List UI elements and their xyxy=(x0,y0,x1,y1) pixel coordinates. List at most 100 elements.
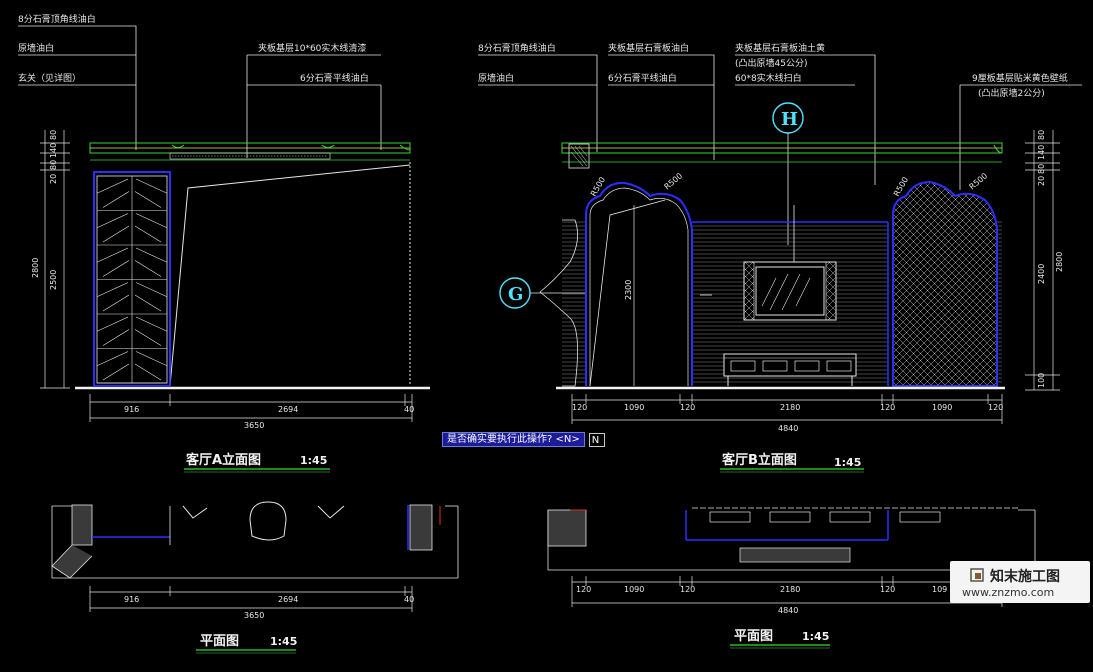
watermark: 知末施工图 www.znzmo.com xyxy=(950,561,1090,603)
elevation-b-left-arch: 2300 R500 R500 xyxy=(585,171,693,387)
elev-b-label-6: 60*8实木线扫白 xyxy=(735,72,802,84)
plan-a-dim-2: 40 xyxy=(404,595,414,604)
elev-b-label-8: (凸出原墙2公分) xyxy=(978,87,1045,99)
elev-b-dim-total: 4840 xyxy=(778,424,798,433)
plan-b-scale: 1:45 xyxy=(802,630,829,643)
plan-b-dim-0: 120 xyxy=(576,585,591,594)
cabinet-panel-line xyxy=(134,260,162,277)
plan-a-scale: 1:45 xyxy=(270,635,297,648)
elev-b-dim-3: 2180 xyxy=(780,403,800,412)
cabinet-panel-line xyxy=(102,329,130,346)
elev-a-vdim-1: 140 xyxy=(49,143,58,158)
command-prompt-text: 是否确实要执行此操作? <N> xyxy=(442,432,585,447)
elev-a-scale: 1:45 xyxy=(300,454,327,467)
cabinet-panel-line xyxy=(134,329,162,346)
elev-b-scale: 1:45 xyxy=(834,456,861,469)
command-prompt-input[interactable]: N xyxy=(588,432,605,447)
elev-b-dim-1: 1090 xyxy=(624,403,644,412)
elev-b-height-note: 2300 xyxy=(624,280,633,300)
cabinet-panel-line xyxy=(102,294,130,312)
arch-r-3: R500 xyxy=(968,171,990,191)
plan-a-dim-1: 2694 xyxy=(278,595,298,604)
cabinet-panel-line xyxy=(102,225,130,243)
elevation-a-leaders xyxy=(18,25,382,158)
elev-b-label-7: 9厘板基层贴米黄色壁纸 xyxy=(972,72,1068,84)
elev-b-label-1: 原墙油白 xyxy=(478,72,514,84)
elevation-a-vdims xyxy=(40,130,70,389)
cabinet-panel-line xyxy=(135,316,168,332)
elev-a-title: 客厅A立面图 xyxy=(186,452,261,468)
elevation-b: 8分石膏顶角线油白 原墙油白 夹板基层石膏板油白 6分石膏平线油白 夹板基层石膏… xyxy=(478,42,1082,473)
elev-b-label-5: (凸出原墙45公分) xyxy=(735,57,807,69)
watermark-logo-icon xyxy=(970,568,984,582)
plan-b-dim-4: 120 xyxy=(880,585,895,594)
elev-b-label-4: 夹板基层石膏板油土黄 xyxy=(735,42,825,54)
bubble-h[interactable]: H xyxy=(772,102,804,245)
plan-b-dim-total: 4840 xyxy=(778,606,798,615)
elev-a-vdim-5: 2800 xyxy=(31,258,40,278)
elev-b-vdim-5: 2800 xyxy=(1055,252,1064,272)
cabinet-panel-line xyxy=(135,213,168,229)
cabinet-panel-line xyxy=(96,316,129,332)
elev-b-vdim-3: 20 xyxy=(1037,176,1046,186)
watermark-title: 知末施工图 xyxy=(990,569,1060,585)
watermark-url: www.znzmo.com xyxy=(962,586,1055,599)
elev-a-label-4: 6分石膏平线油白 xyxy=(300,72,369,84)
cabinet-panel-line xyxy=(102,363,130,381)
elev-a-dim-2: 40 xyxy=(404,405,414,414)
elev-b-label-2: 夹板基层石膏板油白 xyxy=(608,42,689,54)
elev-b-dim-5: 1090 xyxy=(932,403,952,412)
plan-b-dim-2: 120 xyxy=(680,585,695,594)
elevation-a-cabinet xyxy=(93,171,171,387)
cabinet-panel-line xyxy=(135,247,168,263)
elev-b-label-0: 8分石膏顶角线油白 xyxy=(478,42,556,54)
plan-a-dim-total: 3650 xyxy=(244,611,264,620)
cabinet-panel-line xyxy=(135,282,168,298)
elev-b-vdim-0: 80 xyxy=(1037,130,1046,140)
cabinet-panel-line xyxy=(96,351,129,367)
elev-b-dim-6: 120 xyxy=(988,403,1003,412)
arch-r-1: R500 xyxy=(663,171,685,191)
elev-a-vdim-4: 2500 xyxy=(49,270,58,290)
bubble-g-label: G xyxy=(508,284,523,305)
elevation-a-hdims xyxy=(89,394,413,422)
cabinet-panel-line xyxy=(134,363,162,381)
elev-a-vdim-2: 80 xyxy=(49,160,58,170)
elev-b-label-3: 6分石膏平线油白 xyxy=(608,72,677,84)
plan-b-title: 平面图 xyxy=(734,629,773,644)
elev-b-dim-4: 120 xyxy=(880,403,895,412)
elev-a-dim-total: 3650 xyxy=(244,421,264,430)
cabinet-panel-line xyxy=(96,213,129,229)
command-prompt[interactable]: 是否确实要执行此操作? <N> N xyxy=(442,432,605,447)
elevation-b-tv-cabinet xyxy=(723,353,857,386)
elev-a-label-1: 原墙油白 xyxy=(18,42,54,54)
cabinet-panel-line xyxy=(96,247,129,263)
elev-a-label-2: 玄关（见详图） xyxy=(18,72,81,84)
elev-b-vdim-6: 100 xyxy=(1037,373,1046,388)
elevation-b-hdims xyxy=(571,394,1003,424)
elevation-b-tv xyxy=(692,205,889,386)
bubble-h-label: H xyxy=(781,109,798,130)
elev-b-dim-2: 120 xyxy=(680,403,695,412)
cabinet-panel-line xyxy=(134,225,162,243)
plan-a-title: 平面图 xyxy=(200,634,239,649)
plan-a-dim-0: 916 xyxy=(124,595,139,604)
cabinet-panel-line xyxy=(96,178,129,194)
plan-a: 916 2694 40 3650 平面图 1:45 xyxy=(51,501,459,654)
plan-b-dim-5: 109 xyxy=(932,585,947,594)
elevation-b-right-arch: R500 R500 xyxy=(892,171,998,387)
elev-b-vdim-4: 2400 xyxy=(1037,264,1046,284)
plan-b-dim-3: 2180 xyxy=(780,585,800,594)
cabinet-panel-line xyxy=(102,191,130,208)
elev-b-vdim-1: 140 xyxy=(1037,145,1046,160)
cabinet-panel-line xyxy=(96,282,129,298)
elevation-b-vdims xyxy=(1025,130,1060,391)
elev-a-vdim-3: 20 xyxy=(49,174,58,184)
elev-b-vdim-2: 80 xyxy=(1037,164,1046,174)
elev-a-dim-1: 2694 xyxy=(278,405,298,414)
elev-a-dim-0: 916 xyxy=(124,405,139,414)
elevation-b-cornice xyxy=(561,142,1003,169)
elevation-a: 8分石膏顶角线油白 原墙油白 玄关（见详图） 夹板基层10*60实木线清漆 6分… xyxy=(18,13,430,473)
cabinet-panel-line xyxy=(102,260,130,277)
